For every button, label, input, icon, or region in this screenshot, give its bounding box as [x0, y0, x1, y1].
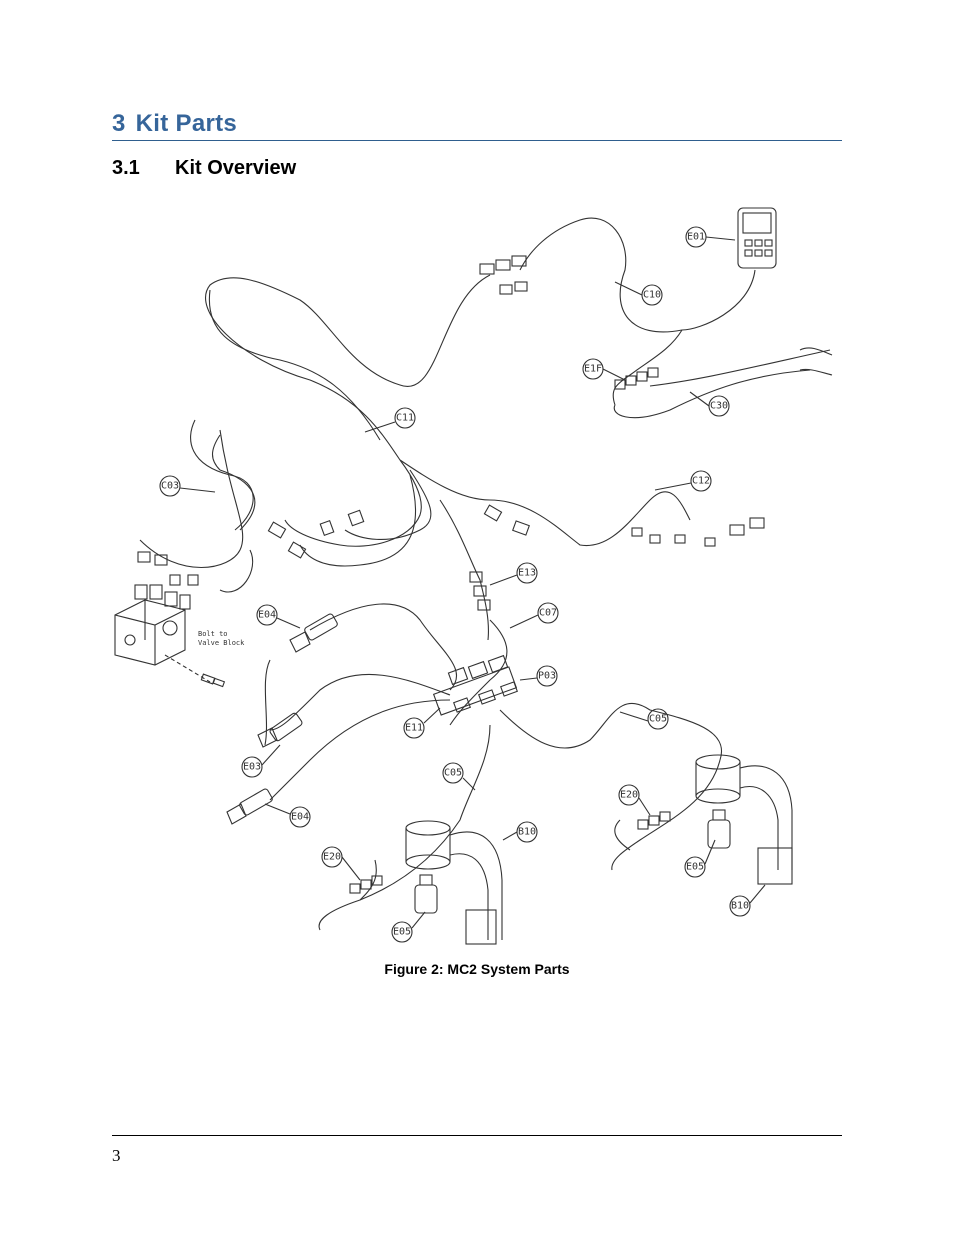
callout-e1f: E1F [584, 364, 602, 375]
parts-diagram: E01 C10 E1F C30 C11 C03 C12 E13 C07 E04 … [114, 207, 833, 945]
connector-e1f-icon [614, 367, 659, 390]
sensor-e04-bottom-icon [226, 788, 273, 825]
connector-e20-right-icon [637, 811, 671, 830]
callout-p03: P03 [538, 671, 556, 682]
figure-mc2-system-parts: E01 C10 E1F C30 C11 C03 C12 E13 C07 E04 … [110, 200, 845, 950]
callout-e03: E03 [243, 762, 261, 773]
callout-c07: C07 [539, 608, 557, 619]
callout-c11: C11 [396, 413, 414, 424]
note-line-1: Bolt to [198, 630, 228, 638]
actuator-left-icon [405, 820, 503, 945]
callout-e04-top: E04 [258, 610, 276, 621]
section-title: Kit Overview [175, 157, 297, 179]
callout-e20-right: E20 [620, 790, 638, 801]
display-unit-icon [737, 207, 777, 269]
section-heading: 3.1 Kit Overview [112, 157, 296, 180]
manifold-e11-icon [432, 654, 518, 716]
callout-e05-left: E05 [393, 927, 411, 938]
chapter-number: 3 [112, 110, 126, 137]
note-line-2: Valve Block [198, 639, 245, 647]
page-number: 3 [112, 1146, 121, 1165]
callout-b10-right: B10 [731, 901, 749, 912]
connector-e13-icon [469, 571, 491, 611]
callout-e20-left: E20 [323, 852, 341, 863]
callout-c05-right: C05 [649, 714, 667, 725]
callout-e04-bottom: E04 [291, 812, 309, 823]
callout-b10-left: B10 [518, 827, 536, 838]
callout-c30: C30 [710, 401, 728, 412]
callout-e11: E11 [405, 723, 423, 734]
footer-divider [112, 1135, 842, 1136]
chapter-heading: 3 Kit Parts [112, 110, 842, 141]
actuator-right-icon [695, 754, 793, 885]
callout-c05-left: C05 [444, 768, 462, 779]
sensor-e03-icon [257, 712, 303, 748]
valve-block-icon [114, 551, 199, 666]
connector-c12-icon [483, 504, 765, 547]
connector-c11-icon [267, 509, 365, 559]
callout-c10: C10 [643, 290, 661, 301]
callout-e13: E13 [518, 568, 536, 579]
chapter-title: Kit Parts [135, 110, 238, 137]
sensor-e04-top-icon [289, 613, 338, 653]
callout-c03: C03 [161, 481, 179, 492]
callout-c12: C12 [692, 476, 710, 487]
connector-e20-left-icon [349, 875, 383, 894]
figure-caption: Figure 2: MC2 System Parts [384, 961, 570, 977]
callout-e01: E01 [687, 232, 705, 243]
bolt-icon [200, 673, 226, 688]
callout-e05-right: E05 [686, 862, 704, 873]
connector-cluster-top-icon [479, 255, 528, 295]
section-number: 3.1 [112, 157, 140, 179]
